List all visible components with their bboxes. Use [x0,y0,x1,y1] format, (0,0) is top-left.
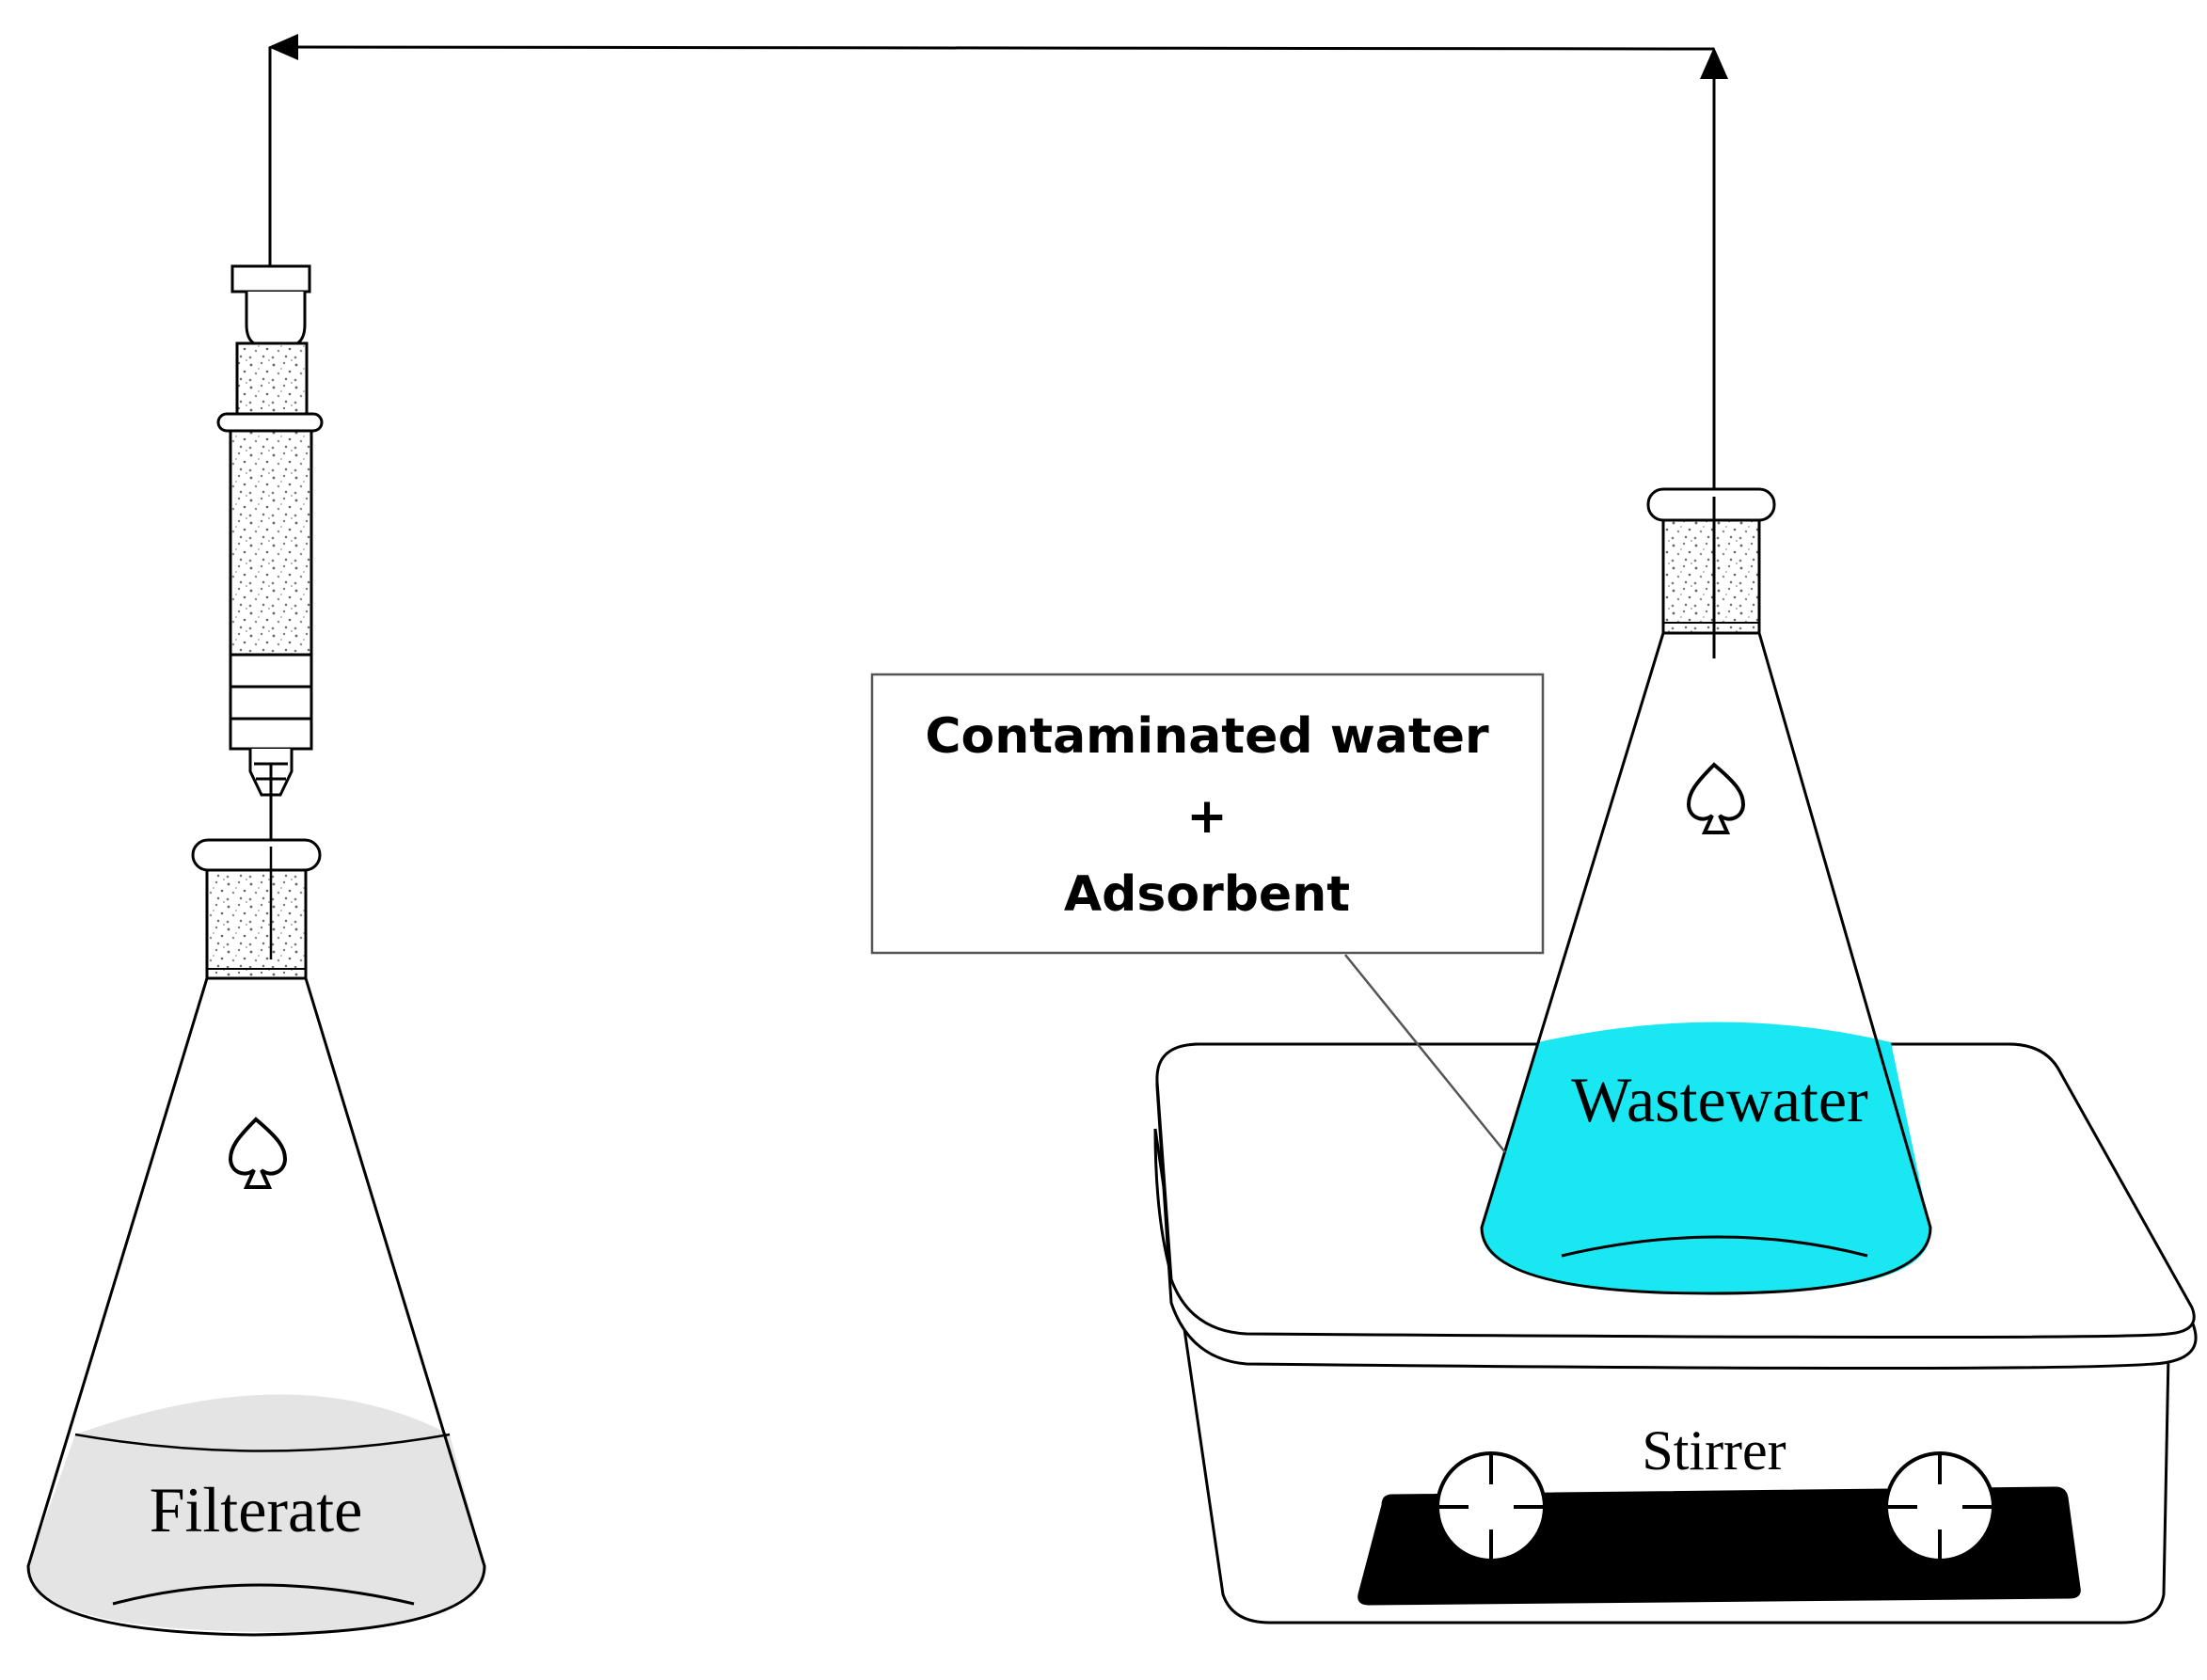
wastewater-flask [1480,487,1932,1295]
stirrer-label: Stirrer [1642,1419,1786,1482]
stirrer-knob-right [1884,1451,1995,1562]
wastewater-label: Wastewater [1571,1064,1868,1135]
callout-leader-line [1344,954,1506,1153]
filterate-flask [26,838,486,1637]
syringe [216,264,324,851]
callout-box [870,673,1545,955]
stirrer-knob-left [1436,1451,1547,1562]
arrowhead-up [1700,47,1728,79]
wastewater-liquid [1482,1022,1930,1293]
spade-outline-icon [228,1117,288,1189]
filterate-liquid [28,1394,484,1632]
arrowhead-left [268,34,298,60]
callout-line-1: Contaminated water [925,708,1489,765]
callout-line-2: + [1186,788,1228,845]
callout-line-3: Adsorbent [1064,866,1350,923]
filterate-label: Filterate [150,1474,363,1545]
flow-arrow [268,45,1716,658]
spade-outline-icon [1686,762,1746,834]
